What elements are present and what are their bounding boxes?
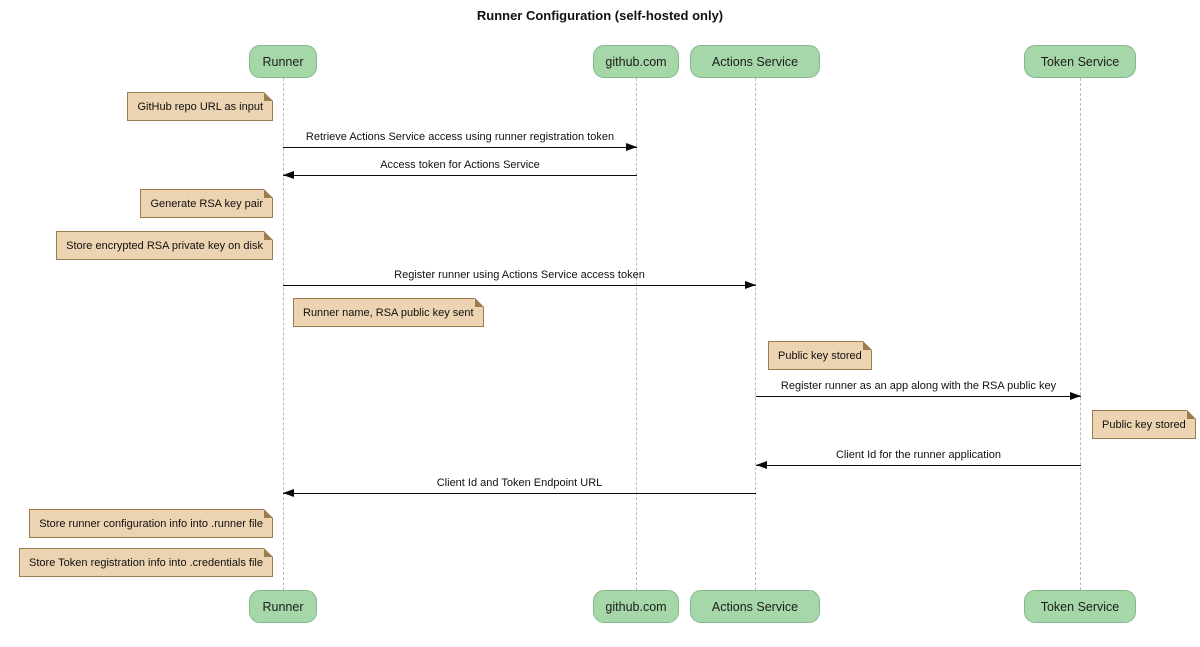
note-text: Public key stored (1102, 418, 1186, 431)
message-line (283, 493, 756, 494)
note-fold-icon (264, 548, 273, 557)
note-store-token-registration-info-into-credentials-file: Store Token registration info into .cred… (19, 548, 273, 577)
note-fold-icon (1186, 410, 1196, 419)
note-public-key-stored: Public key stored (1092, 410, 1196, 439)
note-text: GitHub repo URL as input (137, 100, 263, 113)
note-fold-icon (862, 341, 872, 350)
message-github-com-0: Retrieve Actions Service access using ru… (283, 131, 637, 153)
participant-github-com-bottom: github.com (593, 590, 679, 623)
message-label: Client Id for the runner application (835, 449, 1002, 461)
arrowhead-right-icon (626, 143, 637, 151)
lifeline-token-service (1080, 78, 1081, 590)
note-text: Store runner configuration info into .ru… (39, 517, 263, 530)
message-actions-service-2: Register runner using Actions Service ac… (283, 269, 756, 291)
message-token-service-3: Register runner as an app along with the… (756, 380, 1081, 402)
message-runner-5: Client Id and Token Endpoint URL (283, 477, 756, 499)
note-text: Runner name, RSA public key sent (303, 306, 474, 319)
note-generate-rsa-key-pair: Generate RSA key pair (140, 189, 273, 218)
note-fold-icon (264, 189, 273, 198)
note-store-runner-configuration-info-into-runner-file: Store runner configuration info into .ru… (29, 509, 273, 538)
message-line (283, 147, 637, 148)
participant-label: github.com (605, 599, 667, 614)
message-line (283, 285, 756, 286)
message-label: Client Id and Token Endpoint URL (436, 477, 603, 489)
note-fold-icon (474, 298, 484, 307)
message-label: Register runner as an app along with the… (780, 380, 1057, 392)
participant-actions-service-bottom: Actions Service (690, 590, 820, 623)
note-fold-icon (264, 92, 273, 101)
note-public-key-stored: Public key stored (768, 341, 872, 370)
note-github-repo-url-as-input: GitHub repo URL as input (127, 92, 273, 121)
participant-token-service-bottom: Token Service (1024, 590, 1136, 623)
arrowhead-right-icon (745, 281, 756, 289)
participant-label: Token Service (1040, 599, 1120, 614)
arrowhead-left-icon (283, 489, 294, 497)
message-line (283, 175, 637, 176)
participant-label: Token Service (1040, 54, 1120, 69)
arrowhead-right-icon (1070, 392, 1081, 400)
participant-token-service-top: Token Service (1024, 45, 1136, 78)
message-line (756, 396, 1081, 397)
note-runner-name-rsa-public-key-sent: Runner name, RSA public key sent (293, 298, 484, 327)
participant-label: github.com (605, 54, 667, 69)
note-text: Store encrypted RSA private key on disk (66, 239, 263, 252)
note-text: Store Token registration info into .cred… (29, 556, 263, 569)
message-label: Register runner using Actions Service ac… (394, 269, 645, 281)
note-fold-icon (264, 509, 273, 518)
participant-label: Runner (262, 54, 304, 69)
note-text: Public key stored (778, 349, 862, 362)
lifeline-github-com (636, 78, 637, 590)
diagram-title: Runner Configuration (self-hosted only) (476, 8, 724, 23)
note-text: Generate RSA key pair (150, 197, 263, 210)
participant-runner-top: Runner (249, 45, 317, 78)
note-store-encrypted-rsa-private-key-on-disk: Store encrypted RSA private key on disk (56, 231, 273, 260)
message-label: Retrieve Actions Service access using ru… (305, 131, 615, 143)
lifeline-actions-service (755, 78, 756, 590)
arrowhead-left-icon (756, 461, 767, 469)
participant-label: Actions Service (711, 599, 799, 614)
note-fold-icon (264, 231, 273, 240)
message-actions-service-4: Client Id for the runner application (756, 449, 1081, 471)
participant-runner-bottom: Runner (249, 590, 317, 623)
participant-actions-service-top: Actions Service (690, 45, 820, 78)
participant-github-com-top: github.com (593, 45, 679, 78)
participant-label: Runner (262, 599, 304, 614)
lifeline-runner (283, 78, 284, 590)
message-runner-1: Access token for Actions Service (283, 159, 637, 181)
message-label: Access token for Actions Service (380, 159, 540, 171)
message-line (756, 465, 1081, 466)
arrowhead-left-icon (283, 171, 294, 179)
participant-label: Actions Service (711, 54, 799, 69)
